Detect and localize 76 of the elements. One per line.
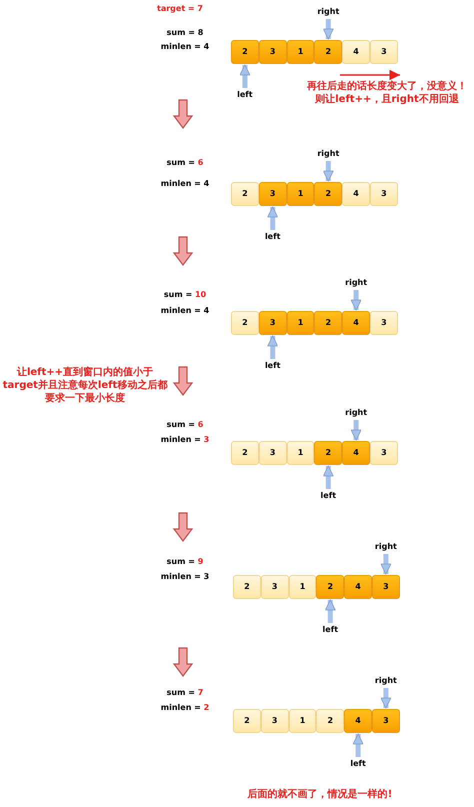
note-text: 让left++直到窗口内的值小于target并且注意每次left移动之后都要求一下最小长度 [2, 366, 168, 405]
array-cell: 2 [231, 182, 259, 206]
array-cell: 3 [372, 575, 400, 599]
arrow [324, 600, 336, 623]
array-cell: 3 [370, 311, 398, 335]
value-label: minlen = 4 [160, 41, 210, 52]
array-cell: 1 [286, 311, 314, 335]
array-cell: 4 [344, 575, 372, 599]
array-cell: 1 [288, 575, 316, 599]
value-label: sum = 6 [166, 419, 204, 430]
pointer-label: right [368, 541, 404, 553]
pointer-label: left [310, 490, 346, 502]
array-cell: 2 [233, 575, 261, 599]
array-cell: 2 [314, 182, 342, 206]
value-label: sum = 9 [166, 556, 204, 567]
array-cell: 4 [344, 709, 372, 733]
pointer-label: right [310, 6, 346, 18]
arrow [352, 734, 364, 757]
arrow [240, 64, 250, 88]
pointer-label: left [226, 89, 263, 101]
note-text: 后面的就不画了，情况是一样的! [246, 788, 394, 801]
pointer-label: left [340, 758, 376, 770]
value-label: sum = 10 [162, 289, 208, 300]
arrow [350, 290, 362, 310]
array-cell: 3 [260, 575, 289, 599]
array-cell: 3 [370, 441, 398, 465]
array-cell: 3 [370, 182, 398, 206]
array-cell: 3 [258, 441, 287, 465]
array-cell: 3 [370, 40, 398, 64]
pointer-label: right [310, 148, 346, 160]
array-cell: 3 [258, 40, 287, 64]
pointer-label: left [312, 624, 348, 636]
array-cell: 1 [286, 40, 314, 64]
array-cell: 2 [316, 709, 344, 733]
pointer-label: left [254, 360, 291, 372]
array-cell: 3 [260, 709, 289, 733]
value-label: minlen = 4 [160, 305, 210, 316]
value-label: sum = 8 [166, 27, 204, 38]
value-label: sum = 6 [166, 157, 204, 168]
value-label: minlen = 3 [160, 571, 210, 582]
value-label: minlen = 4 [160, 178, 210, 189]
array-cell: 2 [233, 709, 261, 733]
array-cell: 3 [258, 182, 287, 206]
value-label: sum = 7 [166, 687, 204, 698]
array-cell: 2 [231, 441, 259, 465]
arrow [380, 688, 392, 708]
value-label: minlen = 3 [160, 434, 210, 445]
array-cell: 4 [342, 40, 370, 64]
arrow [267, 206, 278, 230]
array-cell: 1 [286, 441, 314, 465]
arrow [380, 554, 392, 574]
array-cell: 2 [231, 40, 259, 64]
note-text: 再往后走的话长度变大了，没意义！则让left++，且right不用回退 [306, 80, 468, 106]
array-cell: 2 [314, 441, 342, 465]
array-cell: 3 [258, 311, 287, 335]
array-cell: 4 [342, 441, 370, 465]
array-cell: 1 [286, 182, 314, 206]
pointer-label: right [338, 277, 374, 289]
arrow [322, 161, 334, 182]
arrow [322, 19, 334, 40]
arrow [322, 466, 334, 489]
array-cell: 4 [342, 182, 370, 206]
value-label: target = 7 [156, 3, 204, 14]
array-cell: 2 [316, 575, 344, 599]
arrow [267, 336, 278, 359]
pointer-label: right [338, 407, 374, 419]
array-cell: 2 [231, 311, 259, 335]
array-cell: 4 [342, 311, 370, 335]
array-cell: 3 [372, 709, 400, 733]
value-label: minlen = 2 [160, 702, 210, 713]
arrow [350, 420, 362, 440]
array-cell: 1 [288, 709, 316, 733]
pointer-label: right [368, 675, 404, 687]
pointer-label: left [254, 231, 291, 243]
array-cell: 2 [314, 311, 342, 335]
array-cell: 2 [314, 40, 342, 64]
